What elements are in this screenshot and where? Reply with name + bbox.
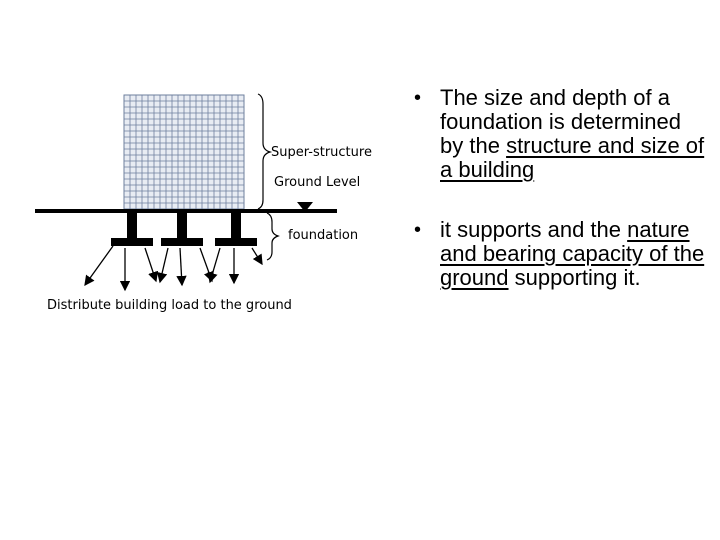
- bullet-text: The size and depth of a foundation is de…: [440, 85, 681, 158]
- load-arrow: [84, 245, 114, 287]
- foundation-diagram: Super-structure Ground Level foundation …: [35, 93, 372, 313]
- bullet-marker: •: [414, 219, 422, 241]
- distribute-load-label: Distribute building load to the ground: [47, 298, 292, 313]
- ground-level-label: Ground Level: [274, 175, 360, 190]
- bullet-end-text: supporting it.: [514, 265, 641, 290]
- foundation-brace: [266, 212, 280, 261]
- bullet-marker: •: [414, 87, 422, 109]
- load-arrow: [144, 247, 159, 283]
- load-arrows: [84, 245, 263, 292]
- bullet-underlined-text: nature and bearing capacity of the groun…: [440, 217, 705, 290]
- footing-right: [215, 212, 257, 246]
- load-arrow: [199, 247, 214, 283]
- superstructure-brace: [257, 93, 273, 210]
- foundation-label: foundation: [288, 228, 358, 243]
- ground-line: [35, 209, 337, 213]
- bullet-underlined-text: structure and size of a building: [440, 133, 705, 182]
- footing-left: [111, 212, 153, 246]
- load-arrow: [176, 247, 187, 287]
- ground-level-marker-icon: [297, 202, 313, 212]
- footings: [111, 212, 257, 246]
- load-arrow: [157, 247, 169, 284]
- bullet-item-size-depth: • The size and depth of a foundation is …: [408, 86, 708, 182]
- superstructure-building-grid: [123, 94, 245, 210]
- bullet-list: • The size and depth of a foundation is …: [408, 86, 708, 290]
- bullet-text: it supports and the: [440, 217, 622, 242]
- bullet-item-supports: • it supports and the nature and bearing…: [408, 218, 708, 290]
- load-arrow: [251, 247, 263, 266]
- footing-middle: [161, 212, 203, 246]
- load-arrow: [207, 247, 221, 284]
- superstructure-label: Super-structure: [271, 145, 372, 160]
